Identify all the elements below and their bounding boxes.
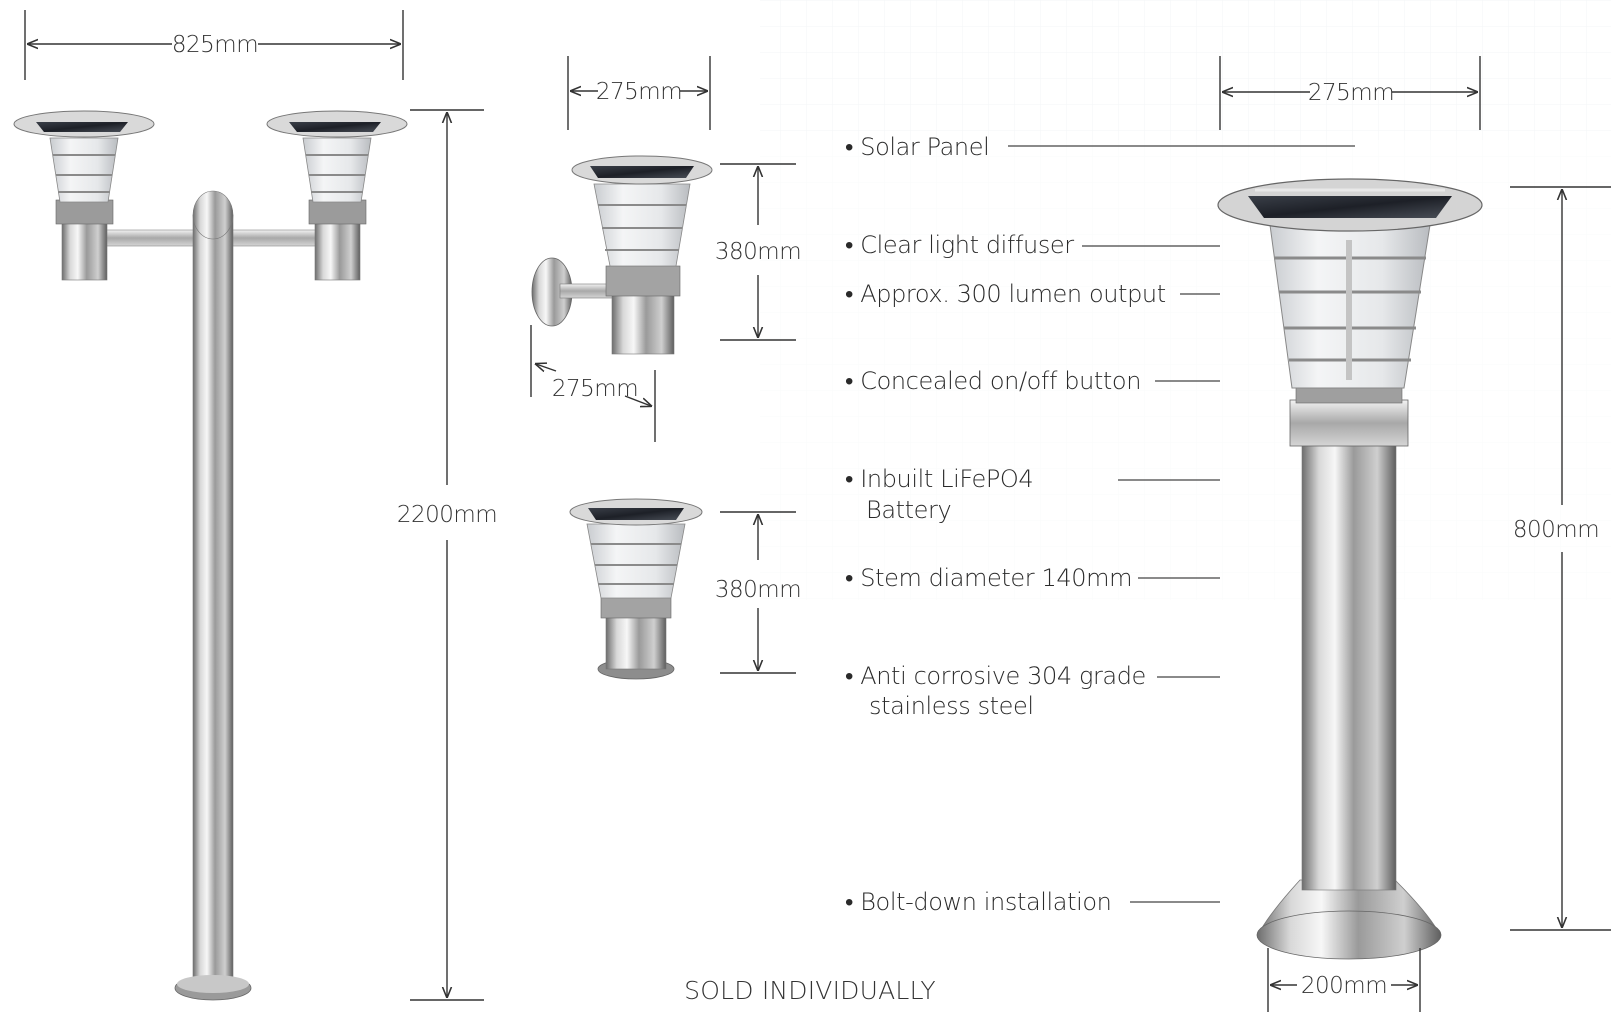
svg-text:• Inbuilt LiFePO4: • Inbuilt LiFePO4 <box>845 465 1033 493</box>
bollard-height-label: 800mm <box>1513 517 1599 543</box>
bollard-width-label: 275mm <box>1308 80 1394 106</box>
feature-item: • Concealed on/off button <box>845 367 1220 395</box>
bollard-width-dimension: 275mm <box>1219 56 1481 130</box>
svg-text:• Concealed on/off button: • Concealed on/off button <box>845 367 1141 395</box>
wall-depth-dimension: 275mm <box>530 325 656 442</box>
pillar-height-dimension: 380mm <box>715 511 802 674</box>
feature-item: • Inbuilt LiFePO4 Battery <box>845 465 1220 524</box>
feature-list: • Solar Panel • Clear light diffuser • A… <box>845 133 1355 916</box>
svg-text:• Approx. 300 lumen output: • Approx. 300 lumen output <box>845 280 1166 308</box>
svg-text:• Stem diameter 140mm: • Stem diameter 140mm <box>845 564 1132 592</box>
pillar-height-label: 380mm <box>715 577 801 603</box>
twin-width-label: 825mm <box>172 32 258 58</box>
feature-item: • Approx. 300 lumen output <box>845 280 1220 308</box>
bollard-light <box>1217 178 1483 960</box>
bollard-height-dimension: 800mm <box>1510 186 1611 931</box>
sold-individually-note: SOLD INDIVIDUALLY <box>684 976 936 1005</box>
svg-text:• Clear light diffuser: • Clear light diffuser <box>845 231 1074 259</box>
twin-left-lamp-head <box>13 110 155 281</box>
wall-light <box>531 155 713 355</box>
wall-width-dimension: 275mm <box>567 56 711 130</box>
feature-item: • Clear light diffuser <box>845 231 1220 259</box>
svg-text:Battery: Battery <box>866 496 951 524</box>
feature-item: • Stem diameter 140mm <box>845 564 1220 592</box>
feature-item: • Anti corrosive 304 grade stainless ste… <box>845 662 1220 720</box>
svg-text:stainless steel: stainless steel <box>869 692 1034 720</box>
bollard-base-label: 200mm <box>1301 973 1387 999</box>
bollard-base-dimension: 200mm <box>1267 948 1421 1012</box>
wall-height-dimension: 380mm <box>715 163 802 341</box>
twin-post-light <box>13 110 408 1001</box>
svg-text:• Anti corrosive 304 grade: • Anti corrosive 304 grade <box>845 662 1146 690</box>
wall-height-label: 380mm <box>715 239 801 265</box>
wall-width-label: 275mm <box>596 79 682 105</box>
feature-item: • Bolt-down installation <box>845 888 1220 916</box>
twin-width-dimension: 825mm <box>24 10 404 80</box>
twin-right-lamp-head <box>266 110 408 281</box>
svg-text:• Bolt-down installation: • Bolt-down installation <box>845 888 1111 916</box>
feature-item: • Solar Panel <box>845 133 1355 161</box>
twin-height-dimension: 2200mm <box>397 109 498 1001</box>
wall-depth-label: 275mm <box>552 376 638 402</box>
twin-height-label: 2200mm <box>397 502 497 528</box>
svg-text:• Solar Panel: • Solar Panel <box>845 133 989 161</box>
pillar-light <box>569 498 703 680</box>
